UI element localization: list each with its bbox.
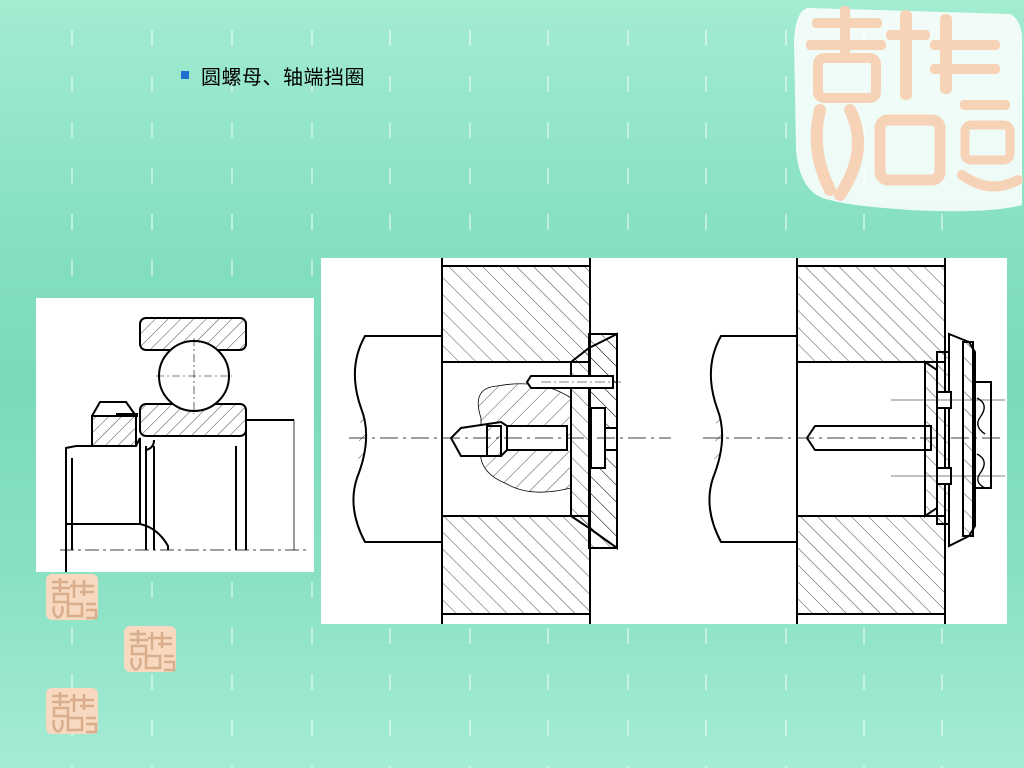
slide-title-row: 圆螺母、轴端挡圈	[181, 62, 365, 89]
square-bullet-icon	[181, 71, 189, 79]
jixiang-small-seal-icon	[46, 574, 98, 620]
jixiang-small-seal-icon	[124, 626, 176, 672]
shaft-end-washer-figure	[321, 258, 1007, 624]
jixiang-seal-icon	[794, 6, 1023, 212]
slide-title: 圆螺母、轴端挡圈	[201, 64, 365, 89]
bearing-round-nut-figure	[36, 298, 314, 572]
jixiang-small-seal-icon	[46, 688, 98, 734]
